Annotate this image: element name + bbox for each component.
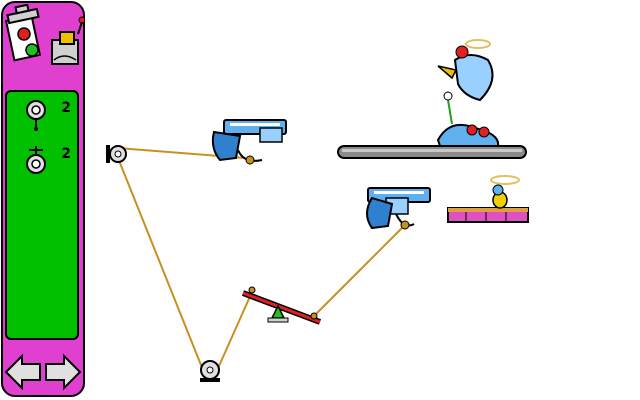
angel-trumpet (437, 39, 494, 102)
wall-pulley-icon (26, 146, 46, 174)
pulley-icon (26, 100, 46, 131)
brick-platform[interactable] (447, 207, 529, 223)
rope-segment (117, 157, 206, 376)
rope-system (117, 147, 406, 376)
part-slot-wall-pulley[interactable]: 2 (7, 144, 77, 184)
angel-bird (490, 175, 520, 209)
gray-shelf[interactable] (337, 145, 527, 159)
rope-segment (214, 291, 253, 376)
rope-segment (314, 224, 406, 316)
machine-control-icon (4, 3, 86, 65)
arrow-right-icon (45, 353, 82, 391)
seesaw[interactable] (241, 286, 322, 325)
parts-bin: 2 2 (5, 90, 79, 340)
floor-pulley[interactable] (200, 360, 220, 382)
wall-pulley[interactable] (106, 145, 127, 163)
scroll-left-button[interactable] (4, 352, 42, 397)
revolver-right[interactable] (366, 187, 431, 230)
parts-sidebar: 2 2 (0, 0, 88, 400)
revolver-left[interactable] (211, 119, 287, 165)
part-slot-pulley[interactable]: 2 (7, 98, 77, 138)
arrow-left-icon (4, 353, 41, 391)
part-count-pulley: 2 (61, 100, 71, 116)
sleeping-cat[interactable] (436, 91, 500, 147)
start-machine-button[interactable] (4, 3, 86, 89)
scroll-right-button[interactable] (44, 352, 82, 397)
machine-scene (106, 39, 529, 382)
part-count-wall-pulley: 2 (61, 146, 71, 162)
playfield[interactable] (90, 0, 640, 400)
